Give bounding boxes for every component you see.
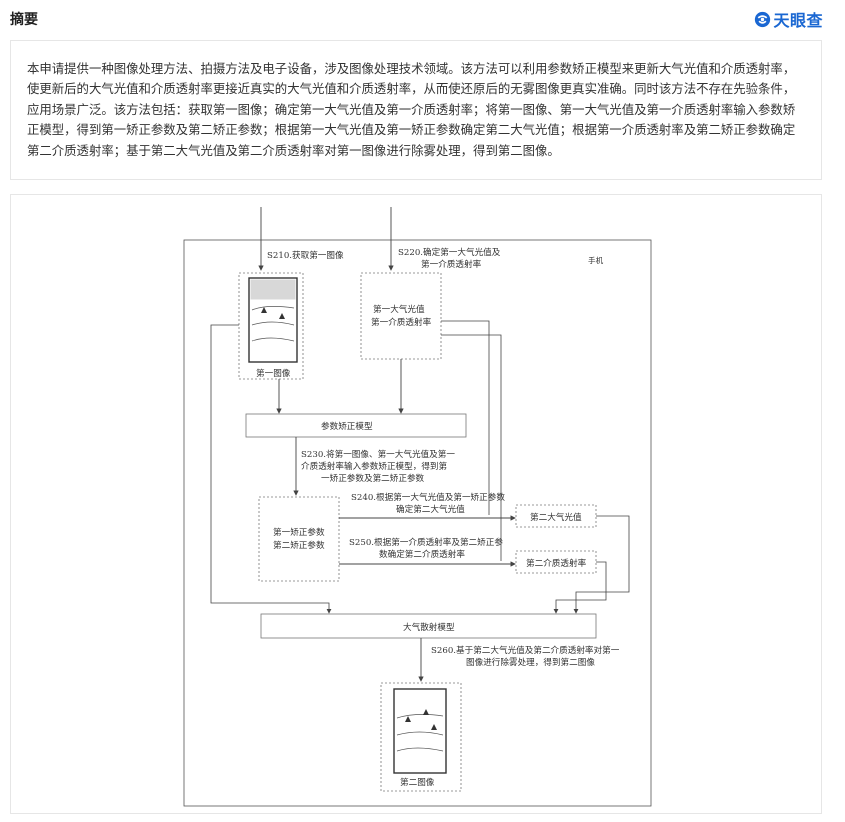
first-atm-label: 第一大气光值 xyxy=(373,303,425,315)
step-s250-label: S250.根据第一介质透射率及第二矫正参 xyxy=(349,536,503,548)
abstract-line: 第二介质透射率；基于第二大气光值及第二介质透射率对第一图像进行除雾处理，得到第二… xyxy=(27,142,560,158)
first-image-label: 第一图像 xyxy=(256,367,291,379)
second-image-label: 第二图像 xyxy=(400,776,435,788)
section-header: 摘要 天眼查 xyxy=(0,0,845,36)
param-model-label: 参数矫正模型 xyxy=(321,420,373,432)
abstract-line: 应用场景广泛。该方法包括：获取第一图像；确定第一大气光值及第一介质透射率；将第一… xyxy=(27,101,796,117)
sailboat-icon xyxy=(405,716,411,722)
second-trans-label: 第二介质透射率 xyxy=(526,557,587,569)
scatter-model-label: 大气散射模型 xyxy=(403,621,455,633)
phone-frame xyxy=(183,239,652,807)
brand-logo[interactable]: 天眼查 xyxy=(754,7,823,31)
step-s220-label: S220.确定第一大气光值及 xyxy=(398,246,501,258)
corner-label: 手机 xyxy=(588,255,604,265)
step-s260-label: S260.基于第二大气光值及第二介质透射率对第一 xyxy=(431,644,620,656)
abstract-line: 使更新后的大气光值和介质透射率更接近真实的大气光值和介质透射率，从而使还原后的无… xyxy=(27,81,796,97)
step-s210-label: S210.获取第一图像 xyxy=(267,249,344,261)
first-params-box xyxy=(360,272,442,360)
abstract-line: 本申请提供一种图像处理方法、拍摄方法及电子设备，涉及图像处理技术领域。该方法可以… xyxy=(27,61,796,76)
abstract-line: 正模型，得到第一矫正参数及第二矫正参数；根据第一大气光值及第一矫正参数确定第二大… xyxy=(27,122,796,138)
first-trans-label: 第一介质透射率 xyxy=(371,316,432,328)
sailboat-icon xyxy=(279,313,285,319)
flowchart-diagram: 手机 S210.获取第一图像 S220.确定第一大气光值及 第一介质透射率 第一… xyxy=(183,207,652,807)
step-s220-label: 第一介质透射率 xyxy=(421,258,482,270)
brand-name: 天眼查 xyxy=(773,11,823,30)
abstract-text: 本申请提供一种图像处理方法、拍摄方法及电子设备，涉及图像处理技术领域。该方法可以… xyxy=(27,59,809,161)
first-correction-label: 第一矫正参数 xyxy=(273,526,325,538)
tianyancha-logo-icon xyxy=(755,11,771,27)
second-atm-label: 第二大气光值 xyxy=(530,511,582,523)
correction-params-box xyxy=(258,496,340,582)
sailboat-icon xyxy=(423,709,429,715)
sailboat-icon xyxy=(261,307,267,313)
param-correction-model-box xyxy=(245,413,467,438)
first-image-haze xyxy=(250,279,296,300)
second-atm-box xyxy=(515,504,597,528)
atmospheric-scattering-model-box xyxy=(260,613,597,639)
step-s250-label: 数确定第二介质透射率 xyxy=(379,548,465,560)
step-s230-label: 一矫正参数及第二矫正参数 xyxy=(321,472,425,484)
step-s240-label: 确定第二大气光值 xyxy=(396,503,465,515)
sailboat-icon xyxy=(431,724,437,730)
section-title: 摘要 xyxy=(10,12,38,28)
abstract-panel: 本申请提供一种图像处理方法、拍摄方法及电子设备，涉及图像处理技术领域。该方法可以… xyxy=(10,40,822,180)
second-image-thumbnail xyxy=(393,688,447,774)
step-s230-label: 介质透射率输入参数矫正模型，得到第 xyxy=(301,460,448,472)
step-s230-label: S230.将第一图像、第一大气光值及第一 xyxy=(301,448,455,460)
step-s260-label: 图像进行除雾处理，得到第二图像 xyxy=(466,656,595,668)
second-trans-box xyxy=(515,550,597,574)
second-correction-label: 第二矫正参数 xyxy=(273,539,325,551)
patent-figure-panel[interactable]: 手机 S210.获取第一图像 S220.确定第一大气光值及 第一介质透射率 第一… xyxy=(10,194,822,814)
step-s240-label: S240.根据第一大气光值及第一矫正参数 xyxy=(351,491,505,503)
